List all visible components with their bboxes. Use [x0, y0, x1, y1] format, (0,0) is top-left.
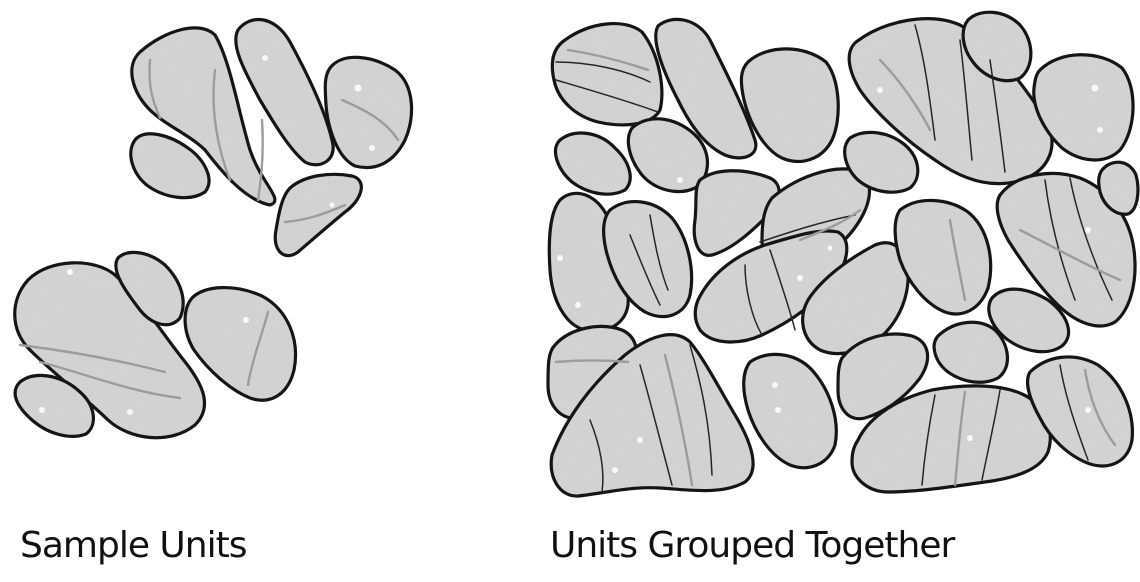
stone-unit	[185, 288, 295, 401]
stone-unit	[556, 133, 631, 194]
stone-unit	[934, 322, 1007, 382]
grouped-units-group	[548, 12, 1138, 496]
stone-unit	[895, 200, 991, 313]
sample-units-group	[15, 20, 412, 438]
caption-sample-units: Sample Units	[20, 528, 246, 564]
stone-unit	[552, 24, 662, 125]
caption-units-grouped-together: Units Grouped Together	[550, 528, 954, 564]
stone-unit	[236, 20, 333, 165]
stone-unit	[744, 354, 837, 467]
